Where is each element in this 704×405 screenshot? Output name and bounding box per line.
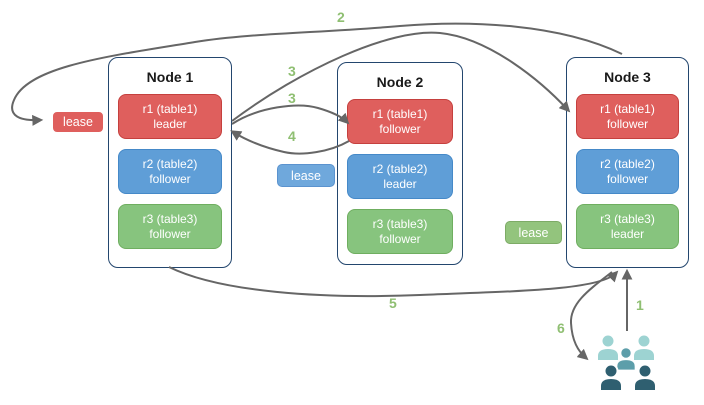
replica-label: r3 (table3) (600, 211, 655, 226)
node3-title: Node 3 (604, 69, 651, 85)
node2-replica-r2: r2 (table2) leader (347, 154, 453, 199)
person-icon (633, 363, 657, 392)
node1-box: Node 1 r1 (table1) leader r2 (table2) fo… (108, 57, 232, 268)
lease-badge-table2: lease (277, 164, 335, 187)
replica-label: r2 (table2) (372, 161, 428, 176)
node1-replica-r3: r3 (table3) follower (118, 204, 222, 249)
node3-replica-r2: r2 (table2) follower (576, 149, 679, 194)
replica-role: leader (610, 226, 645, 241)
node3-replica-r3: r3 (table3) leader (576, 204, 679, 249)
node3-box: Node 3 r1 (table1) follower r2 (table2) … (566, 57, 689, 268)
step-label-5: 5 (389, 295, 397, 311)
node1-title: Node 1 (146, 69, 194, 85)
person-icon (596, 333, 620, 362)
arrow-step-2 (11, 22, 623, 126)
arrow-step-6 (569, 271, 613, 361)
step-label-4: 4 (288, 128, 296, 144)
people-group-icon (596, 333, 657, 392)
replica-role: follower (606, 116, 649, 131)
replica-role: follower (149, 171, 191, 186)
lease-label: lease (291, 168, 321, 183)
person-icon (599, 363, 623, 392)
replica-label: r3 (table3) (372, 216, 428, 231)
replica-label: r2 (table2) (142, 156, 198, 171)
arrow-step-5 (168, 266, 619, 298)
node2-replica-r1: r1 (table1) follower (347, 99, 453, 144)
person-icon (615, 346, 637, 372)
replica-label: r1 (table1) (142, 101, 198, 116)
step-label-2: 2 (337, 9, 345, 25)
replica-label: r1 (table1) (600, 101, 655, 116)
replica-role: follower (149, 226, 191, 241)
replica-role: leader (153, 116, 187, 131)
replica-role: follower (379, 231, 421, 246)
node2-replica-r3: r3 (table3) follower (347, 209, 453, 254)
node2-box: Node 2 r1 (table1) follower r2 (table2) … (337, 62, 463, 265)
replica-role: follower (606, 171, 649, 186)
node1-replica-r1: r1 (table1) leader (118, 94, 222, 139)
replica-role: leader (383, 176, 417, 191)
replica-label: r2 (table2) (600, 156, 655, 171)
step-label-1: 1 (636, 297, 644, 313)
replica-role: follower (379, 121, 421, 136)
arrow-step-3-to-node2 (231, 104, 350, 125)
replica-label: r3 (table3) (142, 211, 198, 226)
step-label-6: 6 (557, 320, 565, 336)
lease-label: lease (63, 115, 93, 129)
replica-label: r1 (table1) (372, 106, 428, 121)
step-label-3a: 3 (288, 63, 296, 79)
node1-replica-r2: r2 (table2) follower (118, 149, 222, 194)
person-icon (632, 333, 656, 362)
lease-badge-table3: lease (505, 221, 562, 244)
node2-title: Node 2 (376, 74, 424, 90)
step-label-3b: 3 (288, 90, 296, 106)
node3-replica-r1: r1 (table1) follower (576, 94, 679, 139)
lease-badge-table1: lease (52, 111, 104, 133)
lease-label: lease (518, 225, 549, 240)
